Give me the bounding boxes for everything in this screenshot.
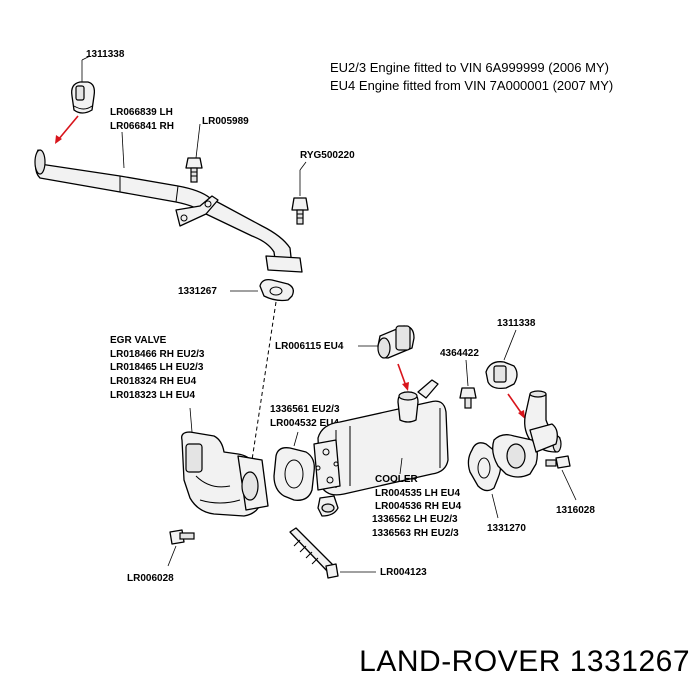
- gasket-top: [230, 278, 294, 302]
- arrow-clamp-top: [55, 115, 79, 144]
- label-clamp-top: 1311338: [86, 49, 125, 60]
- gasket-mid: [273, 431, 315, 501]
- cooler: [313, 379, 449, 517]
- label-valve-3: LR018324 RH EU4: [110, 376, 197, 387]
- label-bolt-right: 4364422: [440, 348, 479, 359]
- bolt-top: [291, 161, 309, 225]
- label-cooler-3: 1336562 LH EU2/3: [372, 514, 458, 525]
- label-gasket-mid-2: LR004532 EU4: [270, 418, 339, 429]
- coupling: [358, 325, 415, 359]
- header-line-2: EU4 Engine fitted from VIN 7A000001 (200…: [330, 78, 613, 93]
- bolt-bottom-left: [167, 529, 195, 567]
- label-cooler-2: LR004536 RH EU4: [375, 501, 462, 512]
- alignment-line: [251, 301, 277, 461]
- label-bolt-bottom-left: LR006028: [127, 573, 174, 584]
- gasket-right: [467, 442, 502, 519]
- header-line-1: EU2/3 Engine fitted to VIN 6A999999 (200…: [330, 60, 609, 75]
- label-cooler-title: COOLER: [375, 474, 419, 485]
- clamp-top: [71, 55, 96, 114]
- clamp-right: [485, 329, 518, 390]
- egr-valve: [181, 407, 269, 517]
- egr-pipe: [34, 131, 303, 273]
- flange-right: [492, 423, 558, 478]
- label-coupling: LR006115 EU4: [275, 341, 344, 352]
- bolt-far-right: [545, 455, 577, 501]
- label-clamp-right: 1311338: [497, 318, 536, 329]
- label-valve-2: LR018465 LH EU2/3: [110, 362, 204, 373]
- label-cooler-4: 1336563 RH EU2/3: [372, 528, 459, 539]
- label-pipe-lh: LR066839 LH: [110, 107, 173, 118]
- brand-footer: LAND-ROVER 1331267: [359, 645, 690, 678]
- label-bolt-far-right: 1316028: [556, 505, 595, 516]
- screw-top: [185, 123, 203, 183]
- label-screw-top: LR005989: [202, 116, 249, 127]
- label-pipe-rh: LR066841 RH: [110, 121, 174, 132]
- label-stud-bottom: LR004123: [380, 567, 427, 578]
- bolt-right: [459, 359, 477, 409]
- label-valve-1: LR018466 RH EU2/3: [110, 349, 205, 360]
- stud-bottom: [289, 527, 376, 579]
- label-bolt-top: RYG500220: [300, 150, 355, 161]
- label-gasket-mid-1: 1336561 EU2/3: [270, 404, 340, 415]
- label-cooler-1: LR004535 LH EU4: [375, 488, 460, 499]
- label-gasket-right: 1331270: [487, 523, 526, 534]
- arrow-clamp-right: [507, 393, 525, 419]
- label-valve-title: EGR VALVE: [110, 335, 167, 346]
- label-valve-4: LR018323 LH EU4: [110, 390, 195, 401]
- arrow-coupling: [397, 363, 409, 391]
- label-gasket-top: 1331267: [178, 286, 217, 297]
